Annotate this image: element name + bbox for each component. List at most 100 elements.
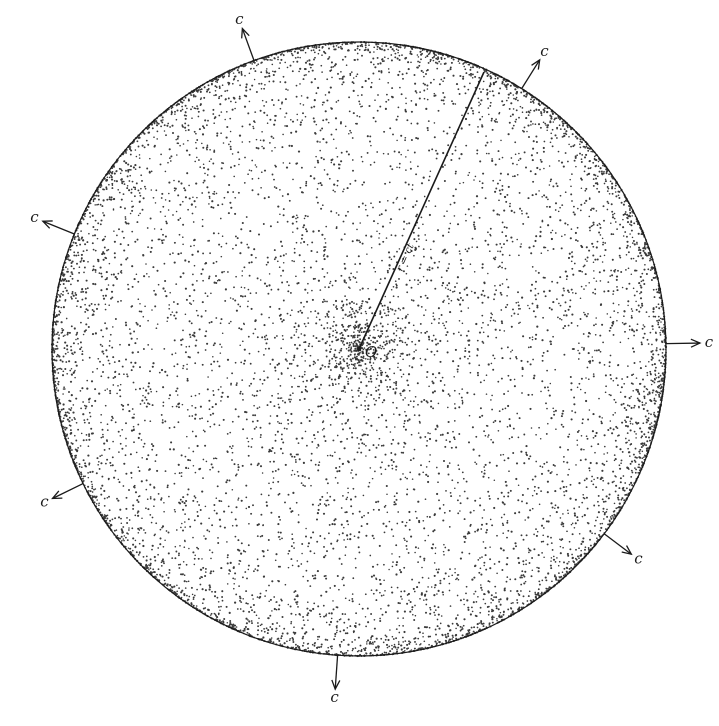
stipple-dot (208, 609, 210, 611)
stipple-dot (110, 334, 112, 336)
stipple-dot (574, 411, 576, 413)
stipple-dot (257, 420, 259, 422)
stipple-dot (517, 291, 519, 293)
stipple-dot (566, 563, 568, 565)
stipple-dot (294, 598, 296, 600)
stipple-dot (189, 197, 191, 199)
stipple-dot (533, 375, 535, 377)
stipple-dot (397, 328, 399, 330)
stipple-dot (424, 358, 426, 360)
stipple-dot (346, 151, 348, 153)
stipple-dot (371, 365, 373, 367)
stipple-dot (435, 440, 437, 442)
stipple-dot (341, 641, 343, 643)
stipple-dot (167, 583, 169, 585)
stipple-dot (249, 101, 251, 103)
stipple-dot (465, 92, 467, 94)
stipple-dot (328, 91, 330, 93)
stipple-dot (249, 141, 251, 143)
stipple-dot (643, 433, 645, 435)
stipple-dot (104, 236, 106, 238)
stipple-dot (125, 537, 127, 539)
stipple-dot (398, 632, 400, 634)
stipple-dot (436, 467, 438, 469)
stipple-dot (519, 208, 521, 210)
stipple-dot (560, 488, 562, 490)
stipple-dot (607, 429, 609, 431)
stipple-dot (568, 309, 570, 311)
stipple-dot (319, 405, 321, 407)
stipple-dot (460, 263, 462, 265)
stipple-dot (252, 394, 254, 396)
stipple-dot (226, 111, 228, 113)
stipple-dot (658, 394, 660, 396)
stipple-dot (489, 558, 491, 560)
stipple-dot (563, 288, 565, 290)
stipple-dot (617, 494, 619, 496)
stipple-dot (329, 587, 331, 589)
stipple-dot (235, 101, 237, 103)
stipple-dot (483, 541, 485, 543)
stipple-dot (79, 348, 81, 350)
stipple-dot (376, 638, 378, 640)
stipple-dot (403, 446, 405, 448)
stipple-dot (137, 281, 139, 283)
stipple-dot (88, 439, 90, 441)
stipple-dot (209, 549, 211, 551)
stipple-dot (356, 229, 358, 231)
stipple-dot (437, 188, 439, 190)
stipple-dot (635, 260, 637, 262)
stipple-dot (390, 218, 392, 220)
stipple-dot (449, 630, 451, 632)
stipple-dot (121, 199, 123, 201)
stipple-dot (656, 320, 658, 322)
stipple-dot (99, 455, 101, 457)
stipple-dot (227, 557, 229, 559)
stipple-dot (62, 329, 64, 331)
stipple-dot (291, 53, 293, 55)
stipple-dot (97, 464, 99, 466)
stipple-dot (202, 280, 204, 282)
stipple-dot (72, 241, 74, 243)
stipple-dot (556, 298, 558, 300)
stipple-dot (348, 372, 350, 374)
stipple-dot (365, 647, 367, 649)
stipple-dot (291, 545, 293, 547)
stipple-dot (647, 339, 649, 341)
stipple-dot (540, 438, 542, 440)
stipple-dot (185, 130, 187, 132)
stipple-dot (525, 117, 527, 119)
stipple-dot (529, 455, 531, 457)
stipple-dot (385, 296, 387, 298)
stipple-dot (95, 271, 97, 273)
stipple-dot (276, 335, 278, 337)
stipple-dot (451, 62, 453, 64)
stipple-dot (620, 481, 622, 483)
stipple-dot (515, 98, 517, 100)
stipple-dot (187, 380, 189, 382)
stipple-dot (398, 278, 400, 280)
stipple-dot (188, 596, 190, 598)
stipple-dot (555, 202, 557, 204)
stipple-dot (460, 502, 462, 504)
stipple-dot (405, 545, 407, 547)
stipple-dot (322, 46, 324, 48)
stipple-dot (381, 45, 383, 47)
stipple-dot (382, 346, 384, 348)
stipple-dot (363, 331, 365, 333)
stipple-dot (287, 553, 289, 555)
stipple-dot (504, 330, 506, 332)
stipple-dot (365, 44, 367, 46)
stipple-dot (362, 161, 364, 163)
stipple-dot (349, 130, 351, 132)
stipple-dot (425, 599, 427, 601)
stipple-dot (502, 523, 504, 525)
stipple-dot (478, 101, 480, 103)
stipple-dot (410, 601, 412, 603)
stipple-dot (533, 140, 535, 142)
stipple-dot (523, 564, 525, 566)
stipple-dot (457, 464, 459, 466)
stipple-dot (459, 93, 461, 95)
stipple-dot (455, 617, 457, 619)
stipple-dot (633, 374, 635, 376)
